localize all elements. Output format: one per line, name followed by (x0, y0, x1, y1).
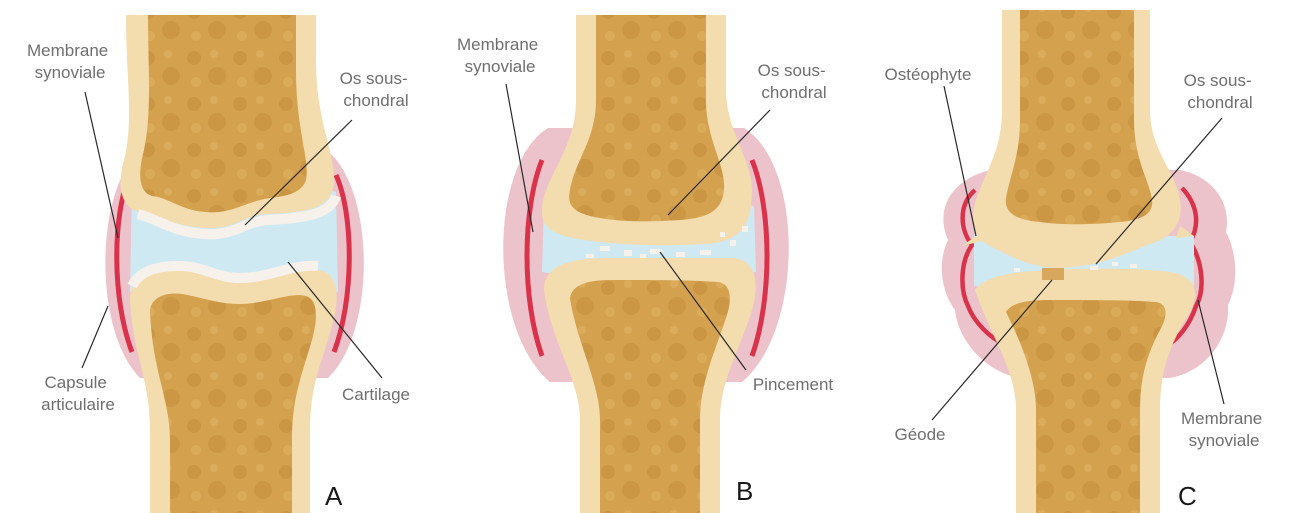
leader-capsule-articulaire (82, 306, 108, 368)
upper-bone-marrow (1006, 10, 1152, 224)
panel-b: Membrane synoviale Os sous- chondral Pin… (457, 15, 833, 513)
panel-a: Membrane synoviale Os sous- chondral Cap… (27, 15, 412, 513)
label-osteophyte: Ostéophyte (885, 65, 972, 84)
label-cartilage: Cartilage (342, 385, 410, 404)
leader-membrane-synoviale (85, 92, 118, 238)
label-geode: Géode (894, 425, 945, 444)
label-os-sous-chondral: Os sous- chondral (340, 69, 413, 110)
label-membrane-synoviale: Membrane synoviale (27, 41, 113, 82)
panel-letter-a: A (325, 481, 343, 511)
panel-letter-b: B (736, 476, 753, 506)
label-os-sous-chondral: Os sous- chondral (1184, 71, 1257, 112)
label-os-sous-chondral: Os sous- chondral (758, 61, 831, 102)
label-membrane-synoviale: Membrane synoviale (1181, 409, 1267, 450)
lower-bone-marrow (150, 294, 316, 513)
panel-c: Ostéophyte Os sous- chondral Géode Membr… (885, 10, 1267, 513)
upper-bone-marrow (140, 15, 307, 212)
label-membrane-synoviale: Membrane synoviale (457, 35, 543, 76)
label-pincement: Pincement (753, 375, 834, 394)
label-capsule-articulaire: Capsule articulaire (41, 373, 115, 414)
geode-cyst (1042, 268, 1064, 280)
panel-letter-c: C (1178, 481, 1197, 511)
